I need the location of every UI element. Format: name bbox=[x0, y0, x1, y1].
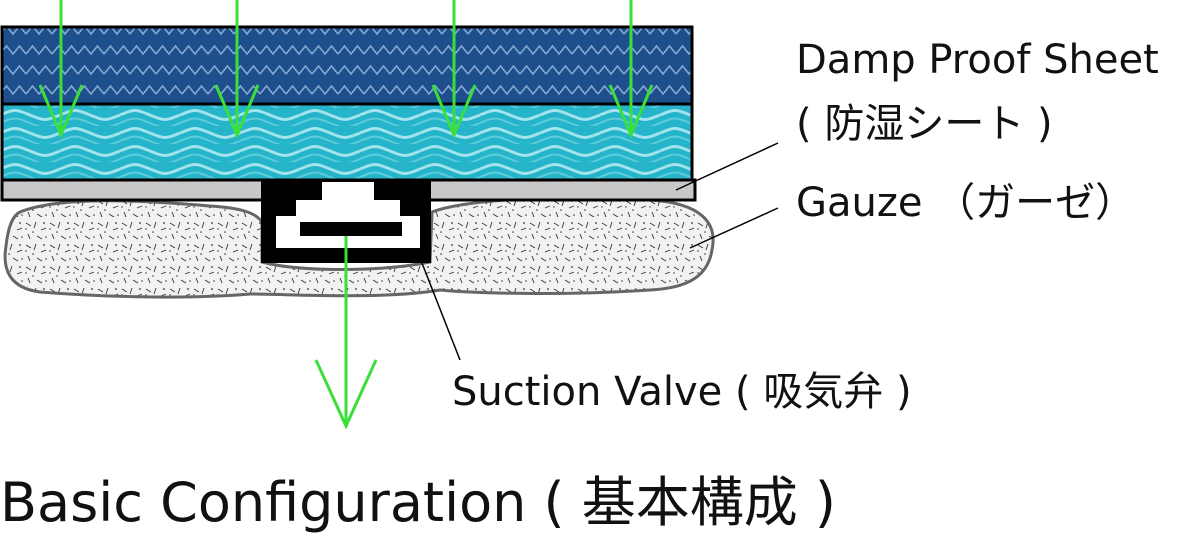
down-arrow-icon bbox=[314, 236, 378, 430]
damp-proof-sheet-japanese-label: ( 防湿シート ) bbox=[796, 101, 1053, 147]
leader-damp-proof bbox=[675, 142, 779, 191]
down-arrow-icon bbox=[214, 0, 260, 139]
suction-valve-label: Suction Valve ( 吸気弁 ) bbox=[452, 369, 912, 415]
damp-proof-sheet-bottom bbox=[0, 102, 694, 182]
gauze-label: Gauze （ガーゼ） bbox=[796, 180, 1136, 226]
damp-proof-sheet-label: Damp Proof Sheet bbox=[796, 37, 1159, 83]
damp-proof-sheet-top bbox=[0, 25, 694, 106]
leader-gauze bbox=[689, 207, 779, 249]
down-arrow-icon bbox=[608, 0, 654, 139]
airflow-arrows bbox=[38, 0, 654, 430]
diagram-title: Basic Configuration ( 基本構成 ) bbox=[0, 471, 836, 534]
leader-suction-valve bbox=[419, 257, 461, 361]
down-arrow-icon bbox=[38, 0, 84, 139]
down-arrow-icon bbox=[431, 0, 477, 139]
